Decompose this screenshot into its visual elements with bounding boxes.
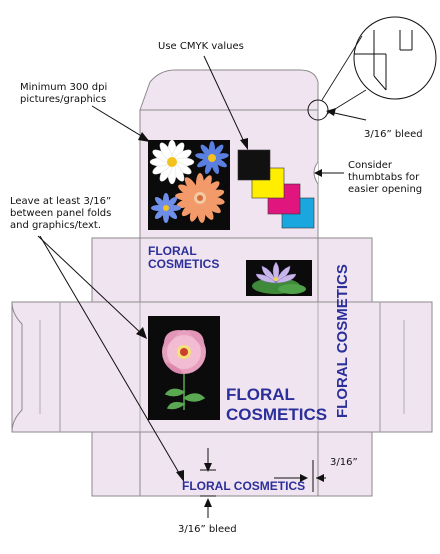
thumbtabs-label-line1: Consider (348, 160, 393, 171)
cmyk-swatches (237, 149, 315, 229)
left-top-flap (91, 237, 141, 303)
flower-bouquet-icon (148, 139, 230, 230)
fold-lines (39, 302, 405, 432)
bottom-inner (139, 431, 319, 497)
rose-icon (148, 316, 220, 420)
fold-label-line3: and graphics/text. (10, 220, 101, 231)
bottom-brand-text: FLORAL COSMETICS (182, 479, 305, 493)
dieline (11, 69, 433, 497)
fold-label-line2: between panel folds (10, 208, 111, 219)
arrowheads (136, 108, 336, 507)
cmyk-label: Use CMYK values (158, 41, 244, 52)
left-side-flap (11, 301, 61, 433)
right-side-flap (379, 301, 433, 433)
thumbtabs-label-line2: thumbtabs for (348, 172, 420, 183)
front-brand-line2: COSMETICS (226, 405, 327, 424)
main-row (11, 301, 433, 433)
measure-right-label: 3/16” (330, 457, 358, 468)
lotus-icon (246, 260, 312, 296)
dpi-label-line2: pictures/graphics (20, 94, 106, 105)
top-tuck-flap (139, 69, 319, 111)
top-brand-line2: COSMETICS (148, 257, 219, 271)
dpi-label-line1: Minimum 300 dpi (20, 82, 107, 93)
bleed-bottom-label: 3/16” bleed (178, 524, 237, 535)
bleed-top-label: 3/16” bleed (364, 129, 423, 140)
thumbtabs-label-line3: easier opening (348, 184, 422, 195)
top-brand-line1: FLORAL (148, 244, 197, 258)
magnifier-circle-icon (307, 16, 437, 121)
side-brand-text: FLORAL COSMETICS (334, 264, 351, 418)
fold-label-line1: Leave at least 3/16” (10, 196, 111, 207)
front-brand-line1: FLORAL (226, 385, 295, 404)
callout-arrows (37, 55, 367, 518)
black-swatch (237, 149, 271, 181)
